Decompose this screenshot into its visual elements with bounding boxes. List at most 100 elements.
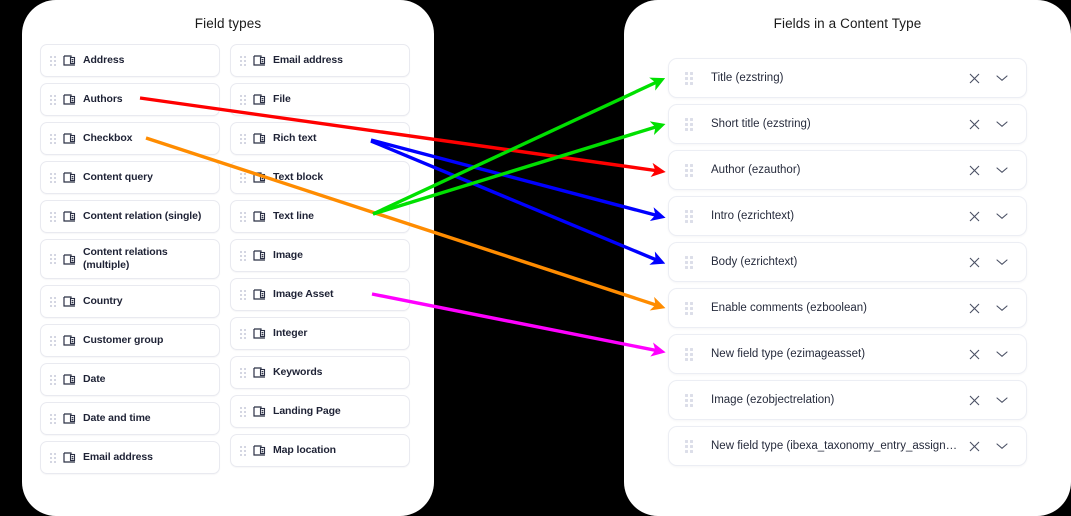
field-type-item[interactable]: Authors — [40, 83, 220, 116]
field-type-icon — [253, 94, 266, 105]
content-type-fields-panel: Fields in a Content Type Title (ezstring… — [624, 0, 1071, 516]
content-type-field-row[interactable]: Intro (ezrichtext) — [668, 196, 1027, 236]
field-type-item[interactable]: Landing Page — [230, 395, 410, 428]
drag-handle-icon[interactable] — [50, 133, 56, 144]
chevron-down-icon[interactable] — [992, 344, 1012, 364]
close-icon[interactable] — [964, 160, 984, 180]
content-type-field-row[interactable]: Enable comments (ezboolean) — [668, 288, 1027, 328]
field-type-label: Text block — [273, 171, 324, 183]
drag-handle-icon[interactable] — [50, 413, 56, 424]
field-type-item[interactable]: Address — [40, 44, 220, 77]
content-type-field-row[interactable]: Author (ezauthor) — [668, 150, 1027, 190]
content-type-field-row[interactable]: New field type (ibexa_taxonomy_entry_ass… — [668, 426, 1027, 466]
close-icon[interactable] — [964, 298, 984, 318]
field-type-item[interactable]: Text block — [230, 161, 410, 194]
field-type-icon — [63, 211, 76, 222]
field-type-item[interactable]: Date — [40, 363, 220, 396]
drag-handle-icon[interactable] — [240, 328, 246, 339]
field-type-item[interactable]: Image Asset — [230, 278, 410, 311]
close-icon[interactable] — [964, 206, 984, 226]
field-type-label: Date — [83, 373, 106, 385]
field-type-item[interactable]: Email address — [40, 441, 220, 474]
content-type-field-row[interactable]: Body (ezrichtext) — [668, 242, 1027, 282]
chevron-down-icon[interactable] — [992, 298, 1012, 318]
drag-handle-icon[interactable] — [50, 254, 56, 264]
chevron-down-icon[interactable] — [992, 160, 1012, 180]
drag-handle-icon[interactable] — [240, 445, 246, 456]
field-type-item[interactable]: Rich text — [230, 122, 410, 155]
drag-handle-icon[interactable] — [240, 250, 246, 261]
field-type-icon — [63, 94, 76, 105]
drag-handle-icon[interactable] — [685, 71, 693, 85]
chevron-down-icon[interactable] — [992, 390, 1012, 410]
drag-handle-icon[interactable] — [50, 452, 56, 463]
drag-handle-icon[interactable] — [240, 211, 246, 222]
drag-handle-icon[interactable] — [685, 393, 693, 407]
field-type-item[interactable]: Date and time — [40, 402, 220, 435]
content-type-field-row[interactable]: Image (ezobjectrelation) — [668, 380, 1027, 420]
field-type-item[interactable]: Text line — [230, 200, 410, 233]
drag-handle-icon[interactable] — [50, 296, 56, 307]
field-type-item[interactable]: Map location — [230, 434, 410, 467]
field-type-icon — [253, 406, 266, 417]
drag-handle-icon[interactable] — [240, 367, 246, 378]
drag-handle-icon[interactable] — [685, 347, 693, 361]
field-type-item[interactable]: Content relations (multiple) — [40, 239, 220, 279]
chevron-down-icon[interactable] — [992, 252, 1012, 272]
field-type-icon — [63, 253, 76, 265]
drag-handle-icon[interactable] — [50, 172, 56, 183]
field-type-icon — [253, 367, 266, 378]
field-type-label: Map location — [273, 444, 336, 456]
field-type-label: Landing Page — [273, 405, 341, 417]
content-type-field-label: New field type (ezimageasset) — [711, 348, 866, 360]
close-icon[interactable] — [964, 114, 984, 134]
content-type-field-row[interactable]: New field type (ezimageasset) — [668, 334, 1027, 374]
close-icon[interactable] — [964, 390, 984, 410]
field-type-item[interactable]: Content relation (single) — [40, 200, 220, 233]
content-type-field-label: Intro (ezrichtext) — [711, 210, 795, 222]
field-type-label: Authors — [83, 93, 123, 105]
drag-handle-icon[interactable] — [240, 289, 246, 300]
drag-handle-icon[interactable] — [685, 255, 693, 269]
drag-handle-icon[interactable] — [240, 406, 246, 417]
chevron-down-icon[interactable] — [992, 206, 1012, 226]
content-type-field-label: Author (ezauthor) — [711, 164, 801, 176]
content-type-field-row[interactable]: Short title (ezstring) — [668, 104, 1027, 144]
drag-handle-icon[interactable] — [685, 301, 693, 315]
field-type-item[interactable]: Country — [40, 285, 220, 318]
drag-handle-icon[interactable] — [685, 163, 693, 177]
drag-handle-icon[interactable] — [50, 94, 56, 105]
close-icon[interactable] — [964, 68, 984, 88]
field-type-label: Image Asset — [273, 288, 334, 300]
field-type-item[interactable]: Keywords — [230, 356, 410, 389]
field-type-item[interactable]: Content query — [40, 161, 220, 194]
drag-handle-icon[interactable] — [50, 55, 56, 66]
field-type-item[interactable]: Integer — [230, 317, 410, 350]
content-type-field-row[interactable]: Title (ezstring) — [668, 58, 1027, 98]
close-icon[interactable] — [964, 436, 984, 456]
close-icon[interactable] — [964, 344, 984, 364]
drag-handle-icon[interactable] — [685, 439, 693, 453]
drag-handle-icon[interactable] — [240, 172, 246, 183]
drag-handle-icon[interactable] — [240, 133, 246, 144]
field-type-item[interactable]: File — [230, 83, 410, 116]
field-type-item[interactable]: Email address — [230, 44, 410, 77]
chevron-down-icon[interactable] — [992, 114, 1012, 134]
field-type-item[interactable]: Image — [230, 239, 410, 272]
field-type-label: Keywords — [273, 366, 323, 378]
chevron-down-icon[interactable] — [992, 436, 1012, 456]
page-title-content-type-fields: Fields in a Content Type — [773, 16, 922, 31]
close-icon[interactable] — [964, 252, 984, 272]
drag-handle-icon[interactable] — [240, 94, 246, 105]
field-type-label: File — [273, 93, 291, 105]
chevron-down-icon[interactable] — [992, 68, 1012, 88]
drag-handle-icon[interactable] — [50, 335, 56, 346]
drag-handle-icon[interactable] — [685, 209, 693, 223]
field-type-item[interactable]: Customer group — [40, 324, 220, 357]
drag-handle-icon[interactable] — [240, 55, 246, 66]
drag-handle-icon[interactable] — [685, 117, 693, 131]
drag-handle-icon[interactable] — [50, 374, 56, 385]
field-type-item[interactable]: Checkbox — [40, 122, 220, 155]
drag-handle-icon[interactable] — [50, 211, 56, 222]
